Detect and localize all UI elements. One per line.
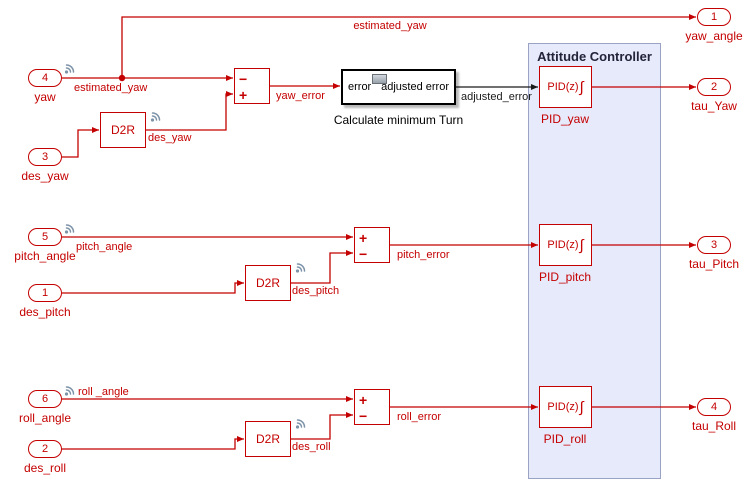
label-estimated-yaw: estimated_yaw bbox=[74, 82, 148, 94]
calculate-minimum-turn-block[interactable]: error adjusted error bbox=[341, 69, 456, 105]
outport-tau-pitch-label: tau_Pitch bbox=[688, 257, 740, 271]
region-title: Attitude Controller bbox=[537, 49, 652, 64]
label-roll-angle: roll _angle bbox=[78, 386, 129, 398]
wire-des-yaw-in[interactable] bbox=[62, 127, 99, 158]
label-des-pitch: des_pitch bbox=[292, 285, 340, 297]
thumbnail-icon bbox=[372, 74, 387, 84]
inport-pitch-angle-label: pitch_angle bbox=[14, 249, 76, 263]
minus-sign: − bbox=[359, 408, 368, 424]
label-pitch-error: pitch_error bbox=[397, 249, 450, 261]
wire-des-pitch-to-sum[interactable] bbox=[291, 250, 353, 284]
inport-roll-angle-label: roll_angle bbox=[18, 411, 72, 425]
turn-output-label: adjusted error bbox=[381, 81, 449, 93]
inport-des-yaw-label: des_yaw bbox=[21, 169, 69, 183]
wire-junction bbox=[118, 74, 126, 82]
wire-des-roll-in[interactable] bbox=[62, 436, 244, 450]
outport-tau-pitch[interactable]: 3 bbox=[697, 236, 731, 254]
wire-des-yaw-to-sum[interactable] bbox=[146, 91, 233, 131]
minus-sign: − bbox=[359, 246, 368, 262]
pid-text: PID(z) bbox=[547, 81, 579, 93]
d2r-pitch-block[interactable]: D2R bbox=[245, 265, 291, 301]
label-des-yaw: des_yaw bbox=[148, 132, 192, 144]
integral-icon: ∫ bbox=[579, 398, 584, 416]
wireless-signal-icon bbox=[64, 224, 75, 234]
outport-tau-roll-label: tau_Roll bbox=[691, 419, 737, 433]
inport-des-roll-label: des_roll bbox=[23, 461, 67, 475]
wireless-signal-icon bbox=[64, 386, 75, 396]
wire-des-roll-to-sum[interactable] bbox=[291, 412, 353, 440]
inport-yaw[interactable]: 4 bbox=[28, 69, 62, 87]
inport-des-pitch-label: des_pitch bbox=[19, 305, 71, 319]
wireless-signal-icon bbox=[295, 263, 306, 273]
sum-pitch-block[interactable]: + − bbox=[354, 227, 390, 263]
outport-tau-yaw[interactable]: 2 bbox=[697, 78, 731, 96]
label-pitch-angle: pitch_angle bbox=[76, 241, 133, 253]
sum-yaw-block[interactable]: − + bbox=[234, 68, 270, 104]
d2r-yaw-block[interactable]: D2R bbox=[100, 112, 146, 148]
wire-estimated-yaw-branch[interactable] bbox=[121, 14, 696, 78]
inport-des-pitch[interactable]: 1 bbox=[28, 284, 62, 302]
label-des-roll: des_roll bbox=[292, 441, 331, 453]
pid-roll-label: PID_roll bbox=[543, 432, 587, 446]
turn-input-label: error bbox=[348, 81, 372, 93]
plus-sign: + bbox=[239, 87, 248, 103]
turn-block-caption: Calculate minimum Turn bbox=[333, 113, 464, 127]
outport-tau-yaw-label: tau_Yaw bbox=[691, 99, 737, 113]
inport-des-yaw[interactable]: 3 bbox=[28, 148, 62, 166]
label-roll-error: roll_error bbox=[397, 411, 442, 423]
pid-text: PID(z) bbox=[547, 401, 579, 413]
wireless-signal-icon bbox=[295, 419, 306, 429]
pid-pitch-block[interactable]: PID(z)∫ bbox=[539, 224, 592, 266]
pid-text: PID(z) bbox=[547, 239, 579, 251]
wireless-signal-icon bbox=[150, 112, 161, 122]
sum-roll-block[interactable]: + − bbox=[354, 389, 390, 425]
integral-icon: ∫ bbox=[579, 78, 584, 96]
inport-pitch-angle[interactable]: 5 bbox=[28, 228, 62, 246]
outport-yaw-angle[interactable]: 1 bbox=[697, 8, 731, 26]
wire-des-pitch-in[interactable] bbox=[62, 280, 244, 294]
pid-roll-block[interactable]: PID(z)∫ bbox=[539, 386, 592, 428]
outport-tau-roll[interactable]: 4 bbox=[697, 398, 731, 416]
pid-yaw-label: PID_yaw bbox=[540, 112, 590, 126]
inport-yaw-label: yaw bbox=[34, 90, 56, 104]
outport-yaw-angle-label: yaw_angle bbox=[685, 29, 743, 43]
label-yaw-error: yaw_error bbox=[276, 90, 325, 102]
wireless-signal-icon bbox=[64, 64, 75, 74]
minus-sign: − bbox=[239, 71, 248, 87]
integral-icon: ∫ bbox=[579, 236, 584, 254]
plus-sign: + bbox=[359, 230, 368, 246]
inport-des-roll[interactable]: 2 bbox=[28, 440, 62, 458]
plus-sign: + bbox=[359, 392, 368, 408]
pid-yaw-block[interactable]: PID(z)∫ bbox=[539, 66, 592, 108]
d2r-roll-block[interactable]: D2R bbox=[245, 421, 291, 457]
label-estimated-yaw-top: estimated_yaw bbox=[353, 20, 427, 32]
label-adjusted-error: adjusted_error bbox=[461, 91, 532, 103]
inport-roll-angle[interactable]: 6 bbox=[28, 390, 62, 408]
pid-pitch-label: PID_pitch bbox=[538, 270, 592, 284]
